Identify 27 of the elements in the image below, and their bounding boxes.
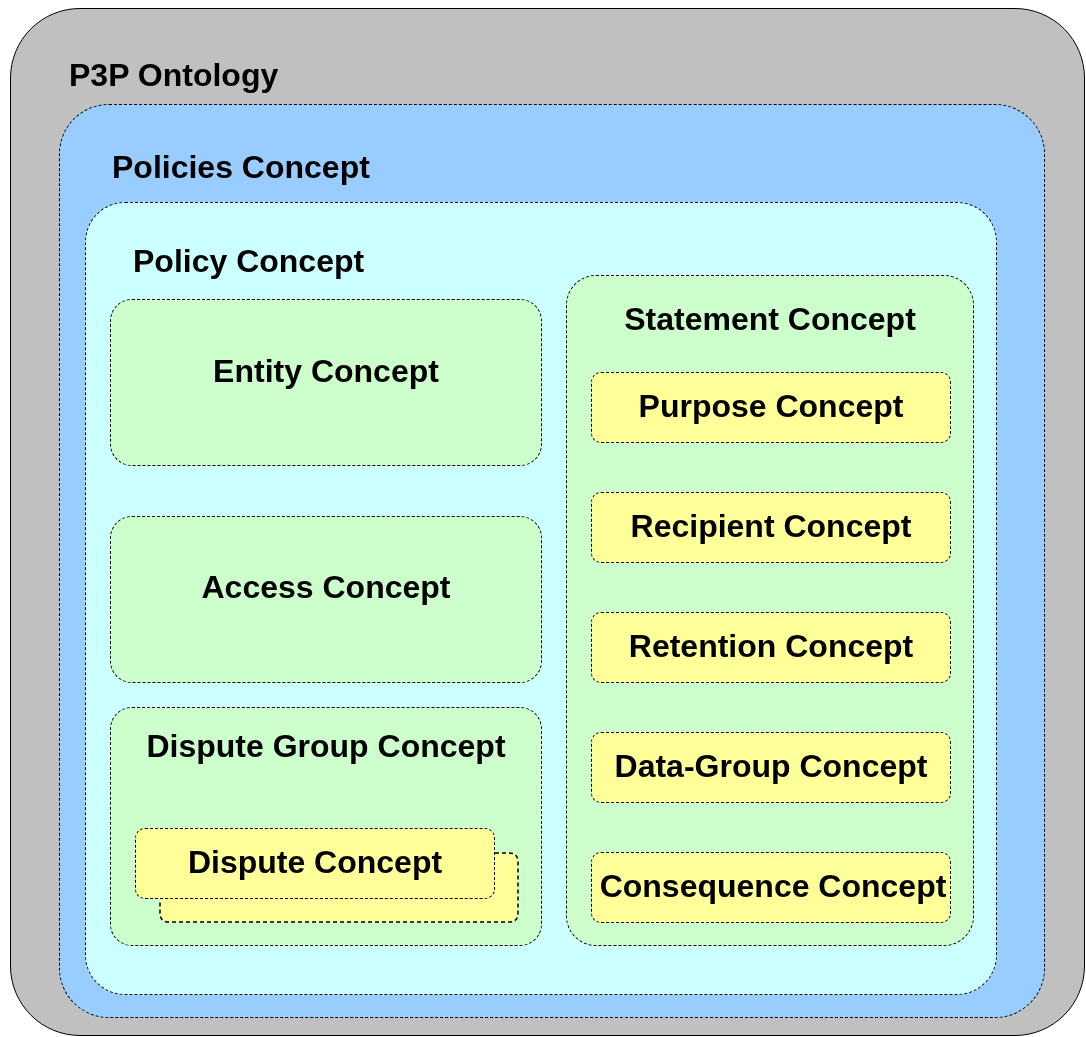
concept-label: Data-Group Concept — [613, 748, 929, 784]
concept-label: Entity Concept — [212, 353, 440, 389]
concept-label: Dispute Group Concept — [145, 728, 507, 764]
concept-box — [135, 828, 495, 899]
concept-label: Policies Concept — [112, 149, 370, 185]
concept-box — [591, 852, 951, 923]
group-panel — [110, 707, 542, 946]
concept-label: Access Concept — [200, 569, 452, 605]
concept-box — [110, 299, 542, 466]
concept-box — [110, 516, 542, 683]
concept-box — [591, 372, 951, 443]
concept-label: Consequence Concept — [598, 868, 948, 904]
concept-label: Statement Concept — [623, 301, 917, 337]
concept-label: Retention Concept — [627, 628, 915, 664]
group-panel — [85, 202, 997, 995]
concept-label: Purpose Concept — [637, 388, 905, 424]
concept-label: Dispute Concept — [186, 844, 444, 880]
stacked-box — [159, 852, 519, 923]
concept-label: Policy Concept — [133, 243, 365, 279]
group-panel — [566, 275, 974, 946]
group-panel — [59, 104, 1045, 1018]
concept-label: P3P Ontology — [69, 57, 279, 93]
outer-panel — [10, 8, 1085, 1036]
concept-label: Recipient Concept — [629, 508, 913, 544]
concept-box — [591, 732, 951, 803]
concept-box — [591, 492, 951, 563]
concept-box — [591, 612, 951, 683]
